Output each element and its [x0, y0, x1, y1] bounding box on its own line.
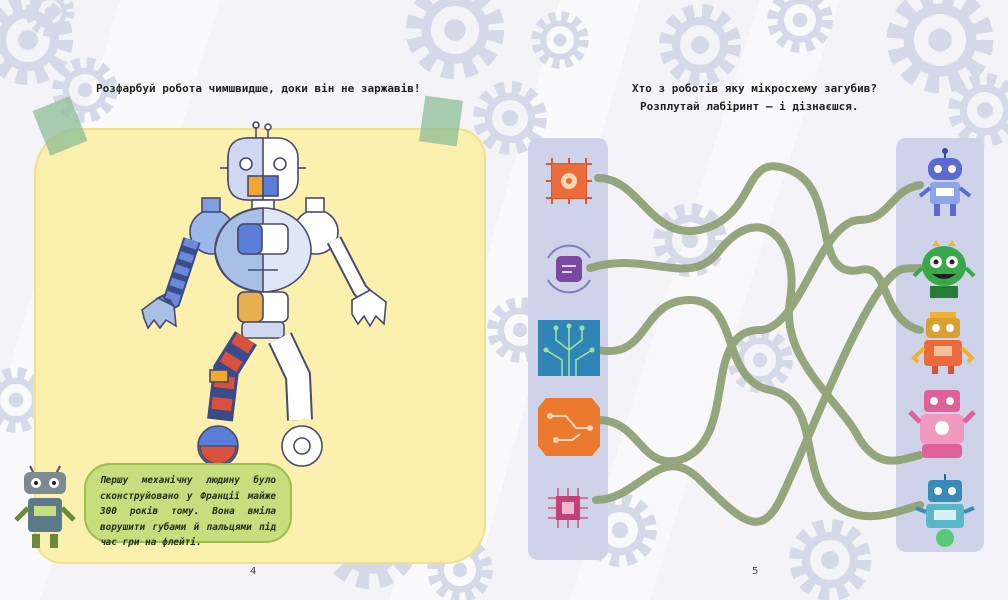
left-instruction: Розфарбуй робота чимшвидше, доки він не …: [96, 82, 421, 95]
fact-text: Першу механічну людину було сконструйова…: [100, 475, 276, 548]
green-robot-icon[interactable]: [912, 238, 976, 300]
blue-robot-icon[interactable]: [916, 148, 974, 218]
page-number-right: 5: [752, 566, 759, 577]
blue-circuit-icon[interactable]: [538, 320, 600, 376]
orange-chip-icon[interactable]: [540, 152, 598, 210]
right-instruction-line2: Розплутай лабіринт — і дізнаєшся.: [640, 100, 859, 113]
teal-robot-icon[interactable]: [914, 472, 976, 548]
mascot-robot-icon: [14, 465, 76, 548]
pink-robot-icon[interactable]: [906, 386, 978, 462]
right-instruction-line1: Хто з роботів яку мікросхему загубив?: [632, 82, 878, 95]
orange-board-icon[interactable]: [536, 396, 602, 458]
page-number-left: 4: [250, 566, 257, 577]
orange-robot-icon[interactable]: [910, 310, 976, 374]
purple-chip-icon[interactable]: [538, 238, 600, 300]
small-chip-icon[interactable]: [544, 484, 592, 532]
coloring-robot[interactable]: [130, 120, 400, 470]
fact-box: Першу механічну людину було сконструйова…: [84, 463, 292, 548]
